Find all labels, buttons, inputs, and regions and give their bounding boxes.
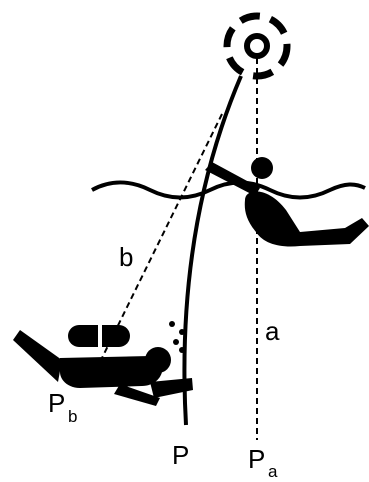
scuba-diver-icon [13,323,193,406]
label-pa-main: P [248,444,265,474]
label-pa-sub: a [268,462,278,477]
water-surface-wave [92,183,365,198]
label-pa: P a [248,444,278,477]
bubbles [169,321,185,353]
target-buoy-icon [227,16,287,76]
label-p: P [172,440,189,470]
label-b: b [119,242,133,272]
tether-line-p [184,76,241,425]
dashed-line-b [100,114,222,362]
label-pb: P b [48,388,77,426]
label-a: a [265,316,280,346]
surface-swimmer-icon [205,157,369,246]
label-pb-sub: b [68,407,77,426]
label-pb-main: P [48,388,65,418]
